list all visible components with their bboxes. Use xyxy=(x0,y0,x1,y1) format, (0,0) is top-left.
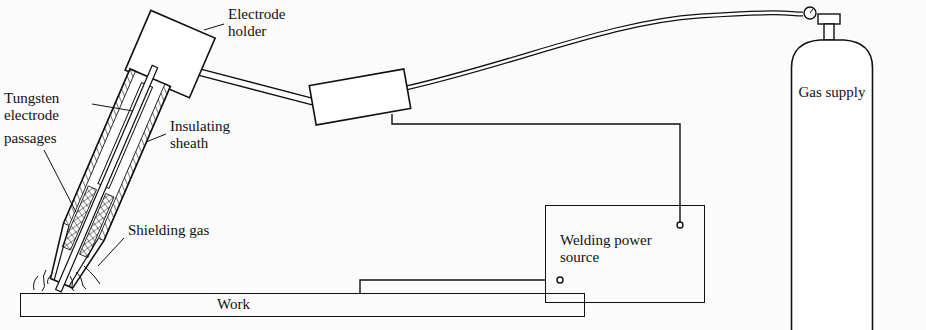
welding-torch xyxy=(35,10,216,308)
part-label: Insulating sheath xyxy=(170,118,256,153)
gas-stream xyxy=(70,276,74,291)
node-text: Work xyxy=(217,296,584,313)
gas-regulator xyxy=(804,7,840,40)
leader-line xyxy=(204,24,224,30)
regulator-body xyxy=(818,14,840,24)
part-label: passages xyxy=(4,130,74,147)
node-text: Welding power source xyxy=(560,232,668,267)
cylinder-valve xyxy=(824,24,834,40)
part-label: Shielding gas xyxy=(128,222,238,239)
leader-line xyxy=(92,104,133,111)
gas-hose-inner xyxy=(406,13,803,88)
gas-hose xyxy=(406,13,803,88)
gas-stream xyxy=(42,270,46,291)
gas-cylinder: Gas supply xyxy=(790,38,874,330)
part-label: Tungsten electrode xyxy=(4,90,92,125)
terminal xyxy=(677,222,683,228)
gas-hose xyxy=(199,72,314,102)
gas-hose-inner xyxy=(199,72,314,102)
leader-line xyxy=(146,134,166,142)
gas-stream xyxy=(48,274,53,284)
gas-stream xyxy=(84,266,100,284)
cylinder-shape xyxy=(792,40,873,330)
gas-stream xyxy=(76,272,86,289)
hose-connector xyxy=(309,69,410,125)
work-cable xyxy=(360,280,545,293)
shielding-gas-flow xyxy=(34,266,101,291)
tungsten-electrode xyxy=(56,65,158,291)
leader-line xyxy=(44,150,76,212)
power-source-box: Welding power source xyxy=(545,205,705,303)
cylinder-outline xyxy=(790,38,874,330)
node-text: Gas supply xyxy=(794,84,870,101)
gauge-needle xyxy=(810,9,813,13)
work-plate: Work xyxy=(20,293,585,317)
pressure-gauge xyxy=(804,7,816,19)
gas-stream xyxy=(34,276,39,290)
terminal xyxy=(557,277,563,283)
connector-body xyxy=(309,69,410,125)
leader-line xyxy=(98,238,124,266)
part-label: Electrode holder xyxy=(228,6,306,41)
